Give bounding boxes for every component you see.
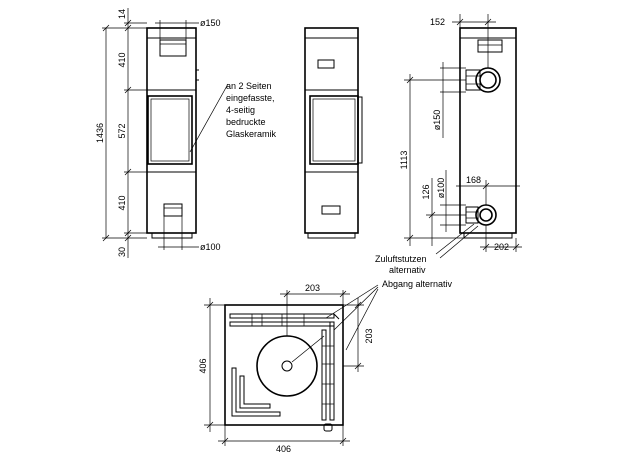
back-air-inlet	[475, 204, 497, 226]
top-dim-203-horizontal: 203	[305, 283, 320, 293]
side-base	[307, 232, 356, 239]
back-flue-top	[477, 39, 503, 53]
back-dim-1113: 1113	[399, 151, 409, 170]
front-dim-upper: 410	[117, 52, 127, 67]
top-dim-406-horizontal: 406	[276, 444, 291, 454]
back-dim-168: 168	[466, 175, 481, 185]
top-flue-center	[281, 360, 293, 372]
front-dim-total: 1436	[95, 123, 105, 143]
top-channel-lower-left	[231, 367, 281, 417]
back-dia-flue: ø150	[432, 110, 442, 131]
front-dia-bottom: ø100	[200, 242, 221, 252]
front-dia-top: ø150	[200, 18, 221, 28]
top-foot	[323, 423, 333, 432]
back-base	[463, 232, 513, 239]
front-dim-lower: 410	[117, 195, 127, 210]
top-dim-406-vertical: 406	[198, 358, 208, 373]
back-view: 152 ø150 1113 126 ø100 168	[375, 14, 522, 275]
side-view	[304, 27, 363, 239]
back-dia-inlet: ø100	[436, 178, 446, 199]
glass-note-line1: an 2 Seiten	[226, 81, 272, 91]
front-base	[151, 232, 193, 239]
glass-note-line3: 4-seitig	[226, 105, 255, 115]
back-dim-152: 152	[430, 17, 445, 27]
outlet-note: Abgang alternativ	[382, 279, 453, 289]
side-glass-window	[309, 95, 359, 165]
glass-note-line4: bedruckte	[226, 117, 266, 127]
back-dim-202: 202	[494, 242, 509, 252]
front-dim-base: 30	[117, 247, 127, 257]
glass-note-line5: Glaskeramik	[226, 129, 277, 139]
top-view: 203 203 406 406 Abgang alternativ	[198, 279, 453, 454]
side-top-vent	[317, 59, 335, 69]
front-dim-middle: 572	[117, 123, 127, 138]
top-channel-right	[321, 329, 327, 421]
front-air-inlet	[163, 203, 183, 217]
front-stove-body	[146, 27, 197, 234]
glass-note-line2: eingefasste,	[226, 93, 275, 103]
front-view: 14 410 572 410 30 1436 ø150 ø100 an 2 Se…	[95, 8, 277, 258]
side-door-handle	[357, 96, 363, 164]
front-dim-14: 14	[117, 9, 127, 19]
back-dim-126: 126	[421, 184, 431, 199]
inlet-note-line2: alternativ	[389, 265, 426, 275]
front-flue-outlet	[159, 39, 187, 57]
inlet-note-line1: Zuluftstutzen	[375, 254, 427, 264]
top-dim-203-vertical: 203	[364, 328, 374, 343]
top-flue-circle	[256, 335, 318, 397]
side-bottom-vent	[321, 205, 341, 215]
top-stove-outline	[224, 304, 344, 426]
front-glass-window	[147, 95, 193, 165]
